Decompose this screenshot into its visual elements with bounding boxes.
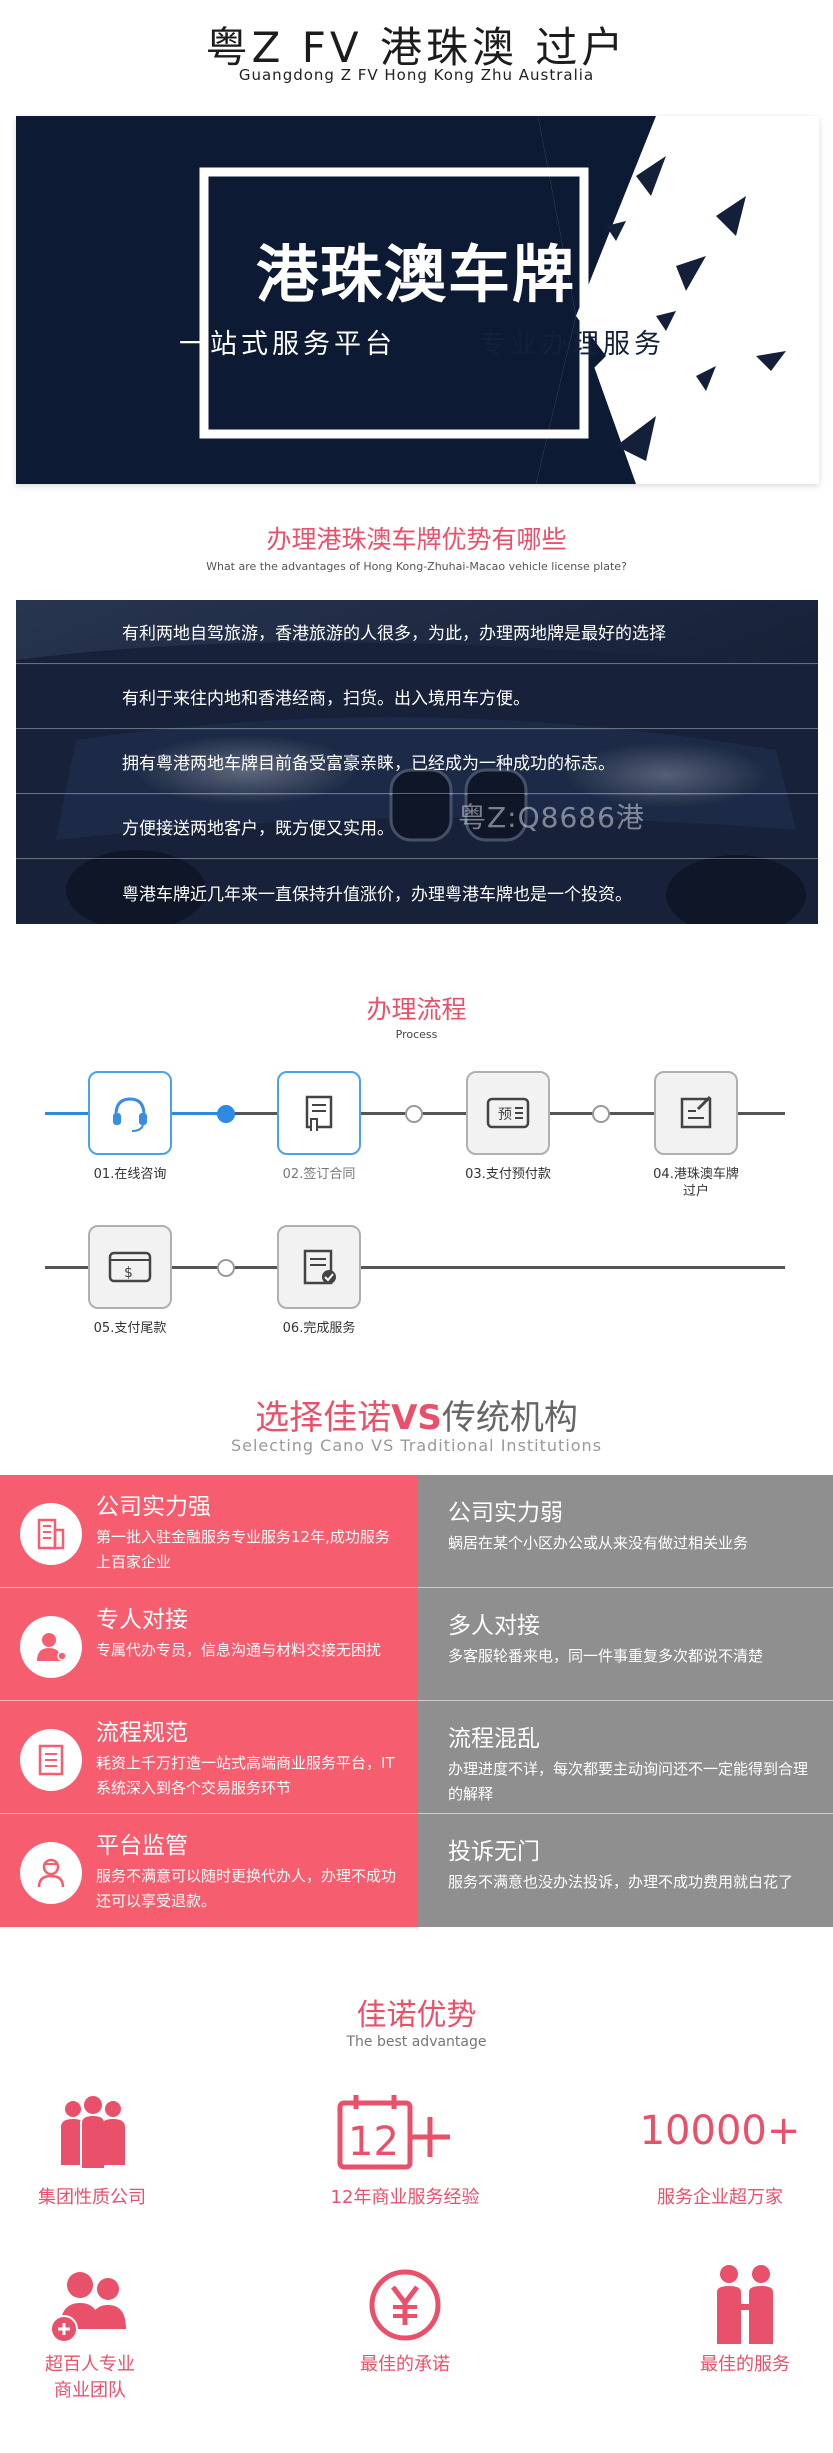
compare-right-desc: 服务不满意也没办法投诉，办理不成功费用就白花了 [448, 1873, 794, 1891]
process-step-2 [277, 1071, 361, 1155]
process-step-label: 01.在线咨询 [93, 1167, 167, 1182]
compare-left-cell: 平台监管 服务不满意可以随时更换代办人，办理不成功还可以享受退款。 [0, 1814, 418, 1927]
process-line [45, 1266, 785, 1269]
best-item-label: 最佳的承诺 [360, 2354, 450, 2375]
compare-left-desc: 专属代办专员，信息沟通与材料交接无困扰 [96, 1641, 382, 1659]
advantages-panel: 有利两地自驾旅游，香港旅游的人很多，为此，办理两地牌是最好的选择 有利于来往内地… [16, 600, 818, 924]
best-item-label: 集团性质公司 [38, 2187, 146, 2208]
page-title: 粤Z FV 港珠澳 过户 [205, 23, 628, 72]
banner-title: 港珠澳车牌 [256, 238, 577, 311]
process-dot-done [217, 1105, 235, 1123]
process-step-label: 05.支付尾款 [93, 1321, 167, 1336]
prepay-icon: 预 [486, 1097, 530, 1129]
page-subtitle: Guangdong Z FV Hong Kong Zhu Australia [238, 66, 595, 84]
process-step-1 [88, 1071, 172, 1155]
process-step-label: 06.完成服务 [282, 1321, 356, 1336]
svg-text:预: 预 [498, 1107, 512, 1123]
process-dot [405, 1105, 423, 1123]
comparison-table: 公司实力强 第一批入驻金融服务专业服务12年,成功服务上百家企业 公司实力弱 蜗… [0, 1475, 833, 1927]
compare-right-desc: 蜗居在某个小区办公或从来没有做过相关业务 [448, 1534, 749, 1552]
contract-sign-icon [305, 1095, 333, 1131]
handshake-people-icon [717, 2265, 773, 2344]
svg-text:$: $ [124, 1265, 133, 1281]
compare-left-title: 平台监管 [96, 1833, 188, 1859]
document-check-icon [303, 1249, 336, 1285]
compare-right-cell: 公司实力弱 蜗居在某个小区办公或从来没有做过相关业务 [418, 1475, 833, 1588]
process-step-4 [654, 1071, 738, 1155]
best-item-label: 最佳的服务 [700, 2354, 790, 2375]
checklist-icon [20, 1729, 82, 1791]
compare-title: 选择佳诺VS传统机构 [0, 1390, 833, 1439]
headset-icon [113, 1097, 147, 1132]
compare-right-title: 多人对接 [448, 1613, 540, 1639]
advantage-item: 有利两地自驾旅游，香港旅游的人很多，为此，办理两地牌是最好的选择 [16, 600, 818, 664]
best-subtitle: The best advantage [346, 2034, 487, 2050]
compare-right-cell: 流程混乱 办理进度不详，每次都要主动询问还不一定能得到合理的解释 [418, 1701, 833, 1814]
process-step-label: 03.支付预付款 [465, 1167, 551, 1182]
process-step-label: 04.港珠澳车牌 过户 [653, 1167, 739, 1199]
advantages-subtitle: What are the advantages of Hong Kong-Zhu… [206, 560, 627, 573]
process-dot [217, 1259, 235, 1277]
process-step-label: 02.签订合同 [282, 1167, 356, 1182]
compare-title-vs: VS [391, 1398, 442, 1438]
compare-title-b: 传统机构 [441, 1398, 578, 1438]
license-plate-text: 粤Z:Q8686港 [458, 801, 645, 834]
compare-left-desc: 第一批入驻金融服务专业服务12年,成功服务上百家企业 [96, 1528, 390, 1571]
banner-left-slogan: 一站式服务平台 [179, 329, 396, 360]
calendar-icon: 12 [337, 2095, 450, 2170]
compare-left-cell: 流程规范 耗资上千万打造一站式高端商业服务平台，IT系统深入到各个交易服务环节 [0, 1701, 418, 1814]
compare-right-title: 流程混乱 [448, 1726, 540, 1752]
compare-right-cell: 投诉无门 服务不满意也没办法投诉，办理不成功费用就白花了 [418, 1814, 833, 1927]
advantage-item: 方便接送两地客户，既方便又实用。 [16, 795, 818, 859]
best-item-label: 服务企业超万家 [657, 2187, 783, 2208]
compare-left-desc: 服务不满意可以随时更换代办人，办理不成功还可以享受退款。 [96, 1867, 397, 1910]
compare-right-desc: 办理进度不详，每次都要主动询问还不一定能得到合理的解释 [448, 1760, 809, 1803]
edit-document-icon [680, 1095, 712, 1129]
compare-left-title: 专人对接 [96, 1607, 188, 1633]
compare-left-cell: 公司实力强 第一批入驻金融服务专业服务12年,成功服务上百家企业 [0, 1475, 418, 1588]
banner-right-slogan: 专业办理服务 [479, 329, 665, 360]
process-step-5: $ [88, 1225, 172, 1309]
process-subtitle: Process [395, 1028, 438, 1041]
banner-background [16, 116, 786, 484]
process-title: 办理流程 [366, 995, 467, 1024]
calendar-number: 12 [348, 2119, 399, 2165]
advantage-item: 粤港车牌近几年来一直保持升值涨价，办理粤港车牌也是一个投资。 [16, 860, 818, 924]
best-title: 佳诺优势 [356, 1998, 477, 2033]
compare-right-title: 投诉无门 [448, 1839, 540, 1865]
payment-icon: $ [108, 1251, 152, 1283]
compare-subtitle: Selecting Cano VS Traditional Institutio… [230, 1436, 603, 1455]
advantage-item: 有利于来往内地和香港经商，扫货。出入境用车方便。 [16, 665, 818, 729]
best-item-label: 超百人专业 商业团队 [45, 2354, 135, 2401]
compare-left-desc: 耗资上千万打造一站式高端商业服务平台，IT系统深入到各个交易服务环节 [96, 1754, 395, 1797]
compare-right-desc: 多客服轮番来电，同一件事重复多次都说不清楚 [448, 1647, 764, 1665]
yuan-promise-icon [369, 2269, 441, 2341]
process-step-3: 预 [466, 1071, 550, 1155]
car-background-image [16, 600, 818, 924]
process-step-6 [277, 1225, 361, 1309]
agent-icon [20, 1616, 82, 1678]
process-dot [592, 1105, 610, 1123]
team-add-icon [50, 2272, 126, 2343]
advantages-title: 办理港珠澳车牌优势有哪些 [266, 525, 567, 554]
best-item-label: 12年商业服务经验 [330, 2187, 480, 2208]
compare-left-cell: 专人对接 专属代办专员，信息沟通与材料交接无困扰 [0, 1588, 418, 1701]
compare-right-title: 公司实力弱 [448, 1500, 563, 1526]
building-icon [20, 1503, 82, 1565]
advantage-item: 拥有粤港两地车牌目前备受富豪亲睐，已经成为一种成功的标志。 [16, 730, 818, 794]
compare-right-cell: 多人对接 多客服轮番来电，同一件事重复多次都说不清楚 [418, 1588, 833, 1701]
compare-title-a: 选择佳诺 [255, 1398, 392, 1438]
group-people-icon [61, 2096, 125, 2170]
page-header: 粤Z FV 港珠澳 过户 Guangdong Z FV Hong Kong Zh… [0, 0, 833, 110]
supervisor-icon [20, 1842, 82, 1904]
hero-banner: 港珠澳车牌 一站式服务平台 专业办理服务 [16, 116, 819, 484]
enterprise-count: 10000+ [639, 2108, 801, 2154]
compare-left-title: 流程规范 [96, 1720, 188, 1746]
compare-left-title: 公司实力强 [96, 1494, 211, 1520]
